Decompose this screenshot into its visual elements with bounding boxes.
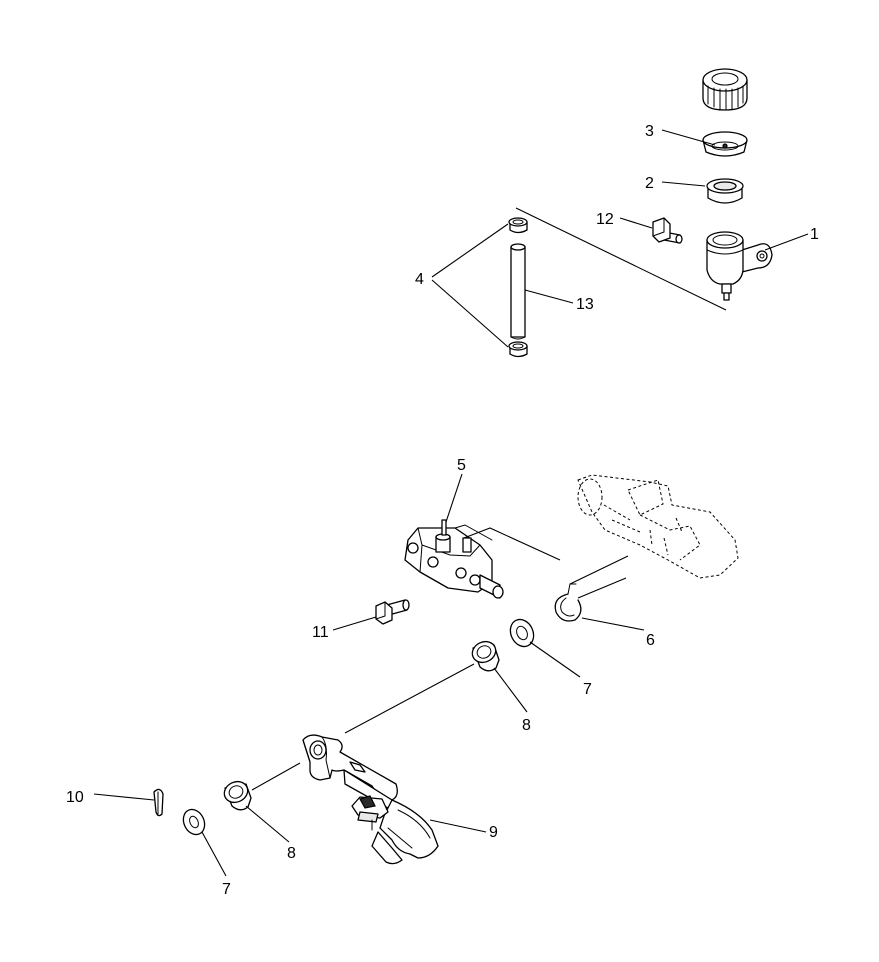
assembly-line-bushing-pedal <box>344 663 475 734</box>
reservoir-cap <box>702 68 748 111</box>
callout-7-lower: 7 <box>222 881 231 898</box>
part-8-bushing-upper <box>471 640 500 672</box>
frame-ghost-outline <box>577 474 739 579</box>
callout-4: 4 <box>415 271 424 288</box>
leader-lines <box>93 129 809 877</box>
part-5-master-cylinder <box>404 519 561 599</box>
callout-8-upper: 8 <box>522 717 531 734</box>
part-2-plate <box>706 178 744 204</box>
callout-12: 12 <box>596 211 614 228</box>
part-13-hose <box>510 243 526 340</box>
callout-6: 6 <box>646 632 655 649</box>
assembly-line-hose-reservoir <box>515 207 727 311</box>
callout-9: 9 <box>489 824 498 841</box>
callout-11: 11 <box>312 624 329 641</box>
part-6-ring <box>554 583 582 622</box>
part-1-reservoir <box>706 231 773 301</box>
part-11-bolt <box>375 599 410 625</box>
callout-10: 10 <box>66 789 84 806</box>
part-7-washer-upper <box>509 618 535 648</box>
part-8-bushing-lower <box>223 780 252 811</box>
part-7-washer-lower <box>182 808 206 836</box>
callout-7-upper: 7 <box>583 681 592 698</box>
callout-8-lower: 8 <box>287 845 296 862</box>
callout-3: 3 <box>645 123 654 140</box>
callout-1: 1 <box>810 226 819 243</box>
part-9-pedal <box>302 734 439 865</box>
part-4-clamp-bottom <box>508 341 528 358</box>
part-12-bolt <box>652 217 683 244</box>
callout-5: 5 <box>457 457 466 474</box>
callout-13: 13 <box>576 296 594 313</box>
callout-2: 2 <box>645 175 654 192</box>
part-4-clamp-top <box>508 217 528 234</box>
assembly-line-frame-ring <box>569 555 629 599</box>
part-3-diaphragm <box>702 131 748 157</box>
assembly-line-lower-bushing-pedal <box>251 762 301 791</box>
part-10-cotter-pin <box>153 788 164 817</box>
